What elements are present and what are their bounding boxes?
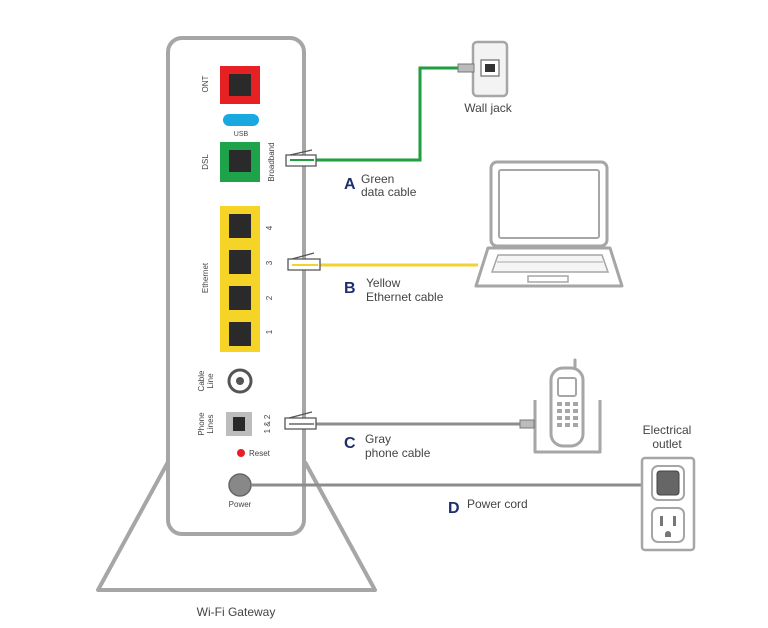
connection-c-line1: Gray xyxy=(365,432,391,446)
broadband-label: Broadband xyxy=(267,142,276,181)
phone-jack xyxy=(233,417,245,431)
ethernet-jack-4 xyxy=(229,214,251,238)
coax-port-center xyxy=(236,377,244,385)
port-number-1: 1 xyxy=(265,329,274,334)
connection-d-line1: Power cord xyxy=(467,497,528,511)
wall-jack-icon xyxy=(457,40,509,98)
ethernet-label: Ethernet xyxy=(201,262,210,293)
connection-a-line1: Green xyxy=(361,172,394,186)
ont-jack xyxy=(229,74,251,96)
cordless-phone-icon xyxy=(519,358,602,454)
electrical-outlet-icon xyxy=(640,456,696,552)
connection-b-line2: Ethernet cable xyxy=(366,290,444,304)
outlet-label-line1: Electrical xyxy=(643,423,692,437)
outlet-label-line2: outlet xyxy=(652,437,682,451)
dsl-jack xyxy=(229,150,251,172)
port-number-2: 2 xyxy=(265,295,274,300)
rj45-plug-icon xyxy=(287,252,321,271)
power-port xyxy=(228,473,252,497)
usb-label: USB xyxy=(234,131,249,138)
phone-lines-label-1: Phone xyxy=(197,412,206,436)
wall-jack-label: Wall jack xyxy=(464,101,513,115)
usb-port xyxy=(223,114,259,126)
ont-label: ONT xyxy=(201,75,210,92)
ethernet-jack-3 xyxy=(229,250,251,274)
connection-c-line2: phone cable xyxy=(365,446,431,460)
ethernet-jack-1 xyxy=(229,322,251,346)
gateway-caption: Wi-Fi Gateway xyxy=(197,605,276,619)
reset-label: Reset xyxy=(249,449,271,458)
connection-d-letter: D xyxy=(448,500,460,517)
rj45-plug-icon xyxy=(285,149,317,167)
phone-lines-label-2: Lines xyxy=(206,414,215,433)
phone-port-number: 1 & 2 xyxy=(263,414,272,433)
gateway-stand xyxy=(96,461,377,592)
rj45-plug-icon xyxy=(284,411,317,430)
ethernet-jack-2 xyxy=(229,286,251,310)
reset-dot xyxy=(237,449,245,457)
connection-c-letter: C xyxy=(344,435,356,452)
connection-a-letter: A xyxy=(344,176,356,193)
connection-a-line2: data cable xyxy=(361,185,417,199)
connection-b-line1: Yellow xyxy=(366,276,401,290)
connection-b-letter: B xyxy=(344,280,356,297)
port-number-4: 4 xyxy=(265,225,274,230)
power-label: Power xyxy=(229,500,252,509)
laptop-icon xyxy=(474,160,624,288)
cable-line-label-2: Line xyxy=(206,373,215,389)
port-number-3: 3 xyxy=(265,260,274,265)
dsl-label: DSL xyxy=(201,154,210,170)
cable-line-label-1: Cable xyxy=(197,370,206,391)
green-data-cable xyxy=(316,66,462,162)
